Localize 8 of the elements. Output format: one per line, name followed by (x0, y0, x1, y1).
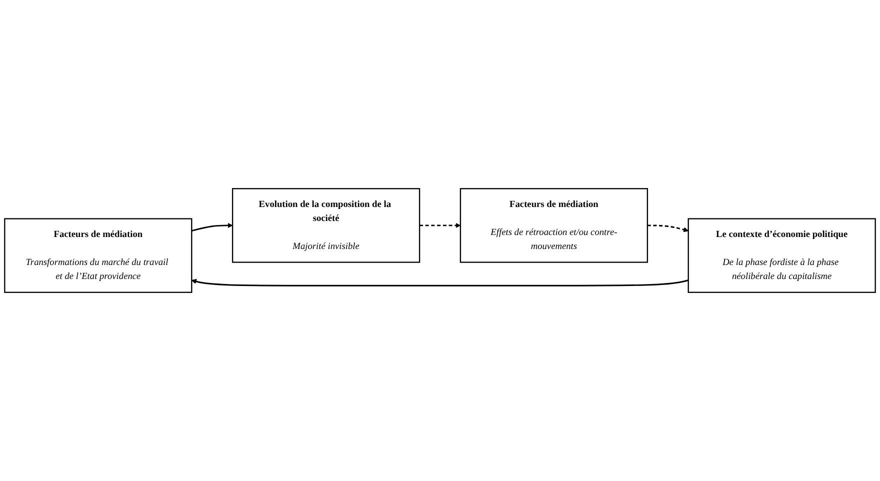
arrow (647, 224, 689, 232)
arrow (420, 222, 461, 228)
node-box: Evolution de la composition de la société Majorité invisible (232, 188, 420, 263)
node-box: Facteurs de médiation Transformations du marché du travail et de l’Etat providence (4, 218, 192, 293)
arrow (191, 222, 233, 232)
arrow (191, 278, 689, 286)
node-box: Le contexte d’économie politique De la phase fordiste à la phase néolibérale du capitalisme (688, 218, 876, 293)
node-box: Facteurs de médiation Effets de rétroaction et/ou contre-mouvements (460, 188, 648, 263)
